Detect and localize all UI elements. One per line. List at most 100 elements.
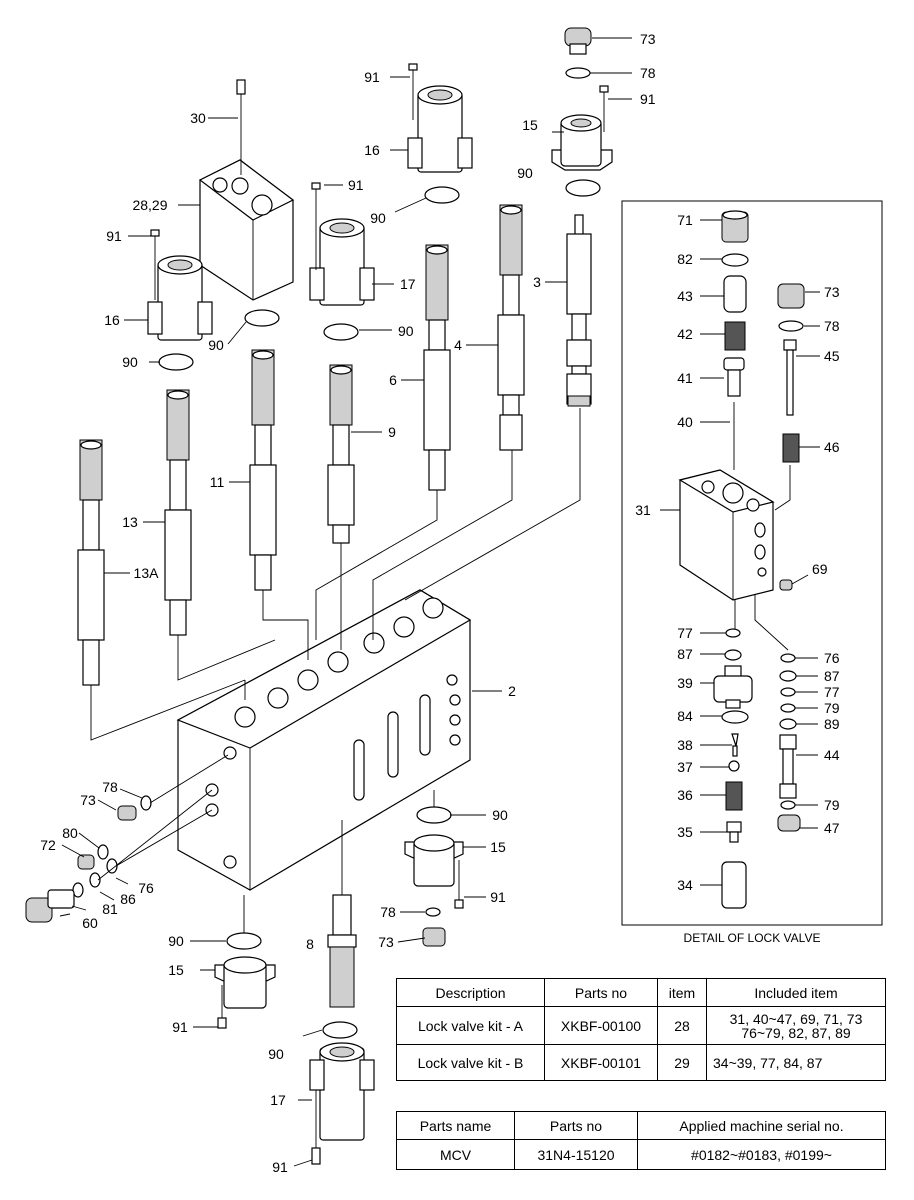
spring-36 <box>725 781 743 811</box>
plug-72 <box>77 854 95 870</box>
piston-44 <box>779 734 797 799</box>
bolt-91-mid <box>311 182 321 270</box>
mcv-serial: #0182~#0183, #0199~ <box>637 1139 886 1170</box>
sleeve-34 <box>721 861 747 909</box>
left-leaders <box>97 754 229 881</box>
leader-lines <box>90 408 581 741</box>
callout-91-bottom-left: 91 <box>172 1019 188 1035</box>
plug-47 <box>777 814 801 832</box>
lock-valve-block-28-29 <box>198 159 295 301</box>
spool-11 <box>249 349 277 591</box>
spool-6 <box>423 244 451 491</box>
bolt-91-top-right <box>599 85 609 132</box>
oring-87-b <box>779 670 797 682</box>
callout-47: 47 <box>824 820 840 836</box>
oring-90-b <box>424 186 460 204</box>
kit-header-item: item <box>657 978 707 1007</box>
kit-a-included-line1: 31, 40~47, 69, 71, 73 <box>729 1010 863 1027</box>
plug-73-detail <box>777 283 805 309</box>
kit-a-item: 28 <box>657 1006 707 1045</box>
oring-87-a <box>724 649 742 661</box>
oring-90-f <box>416 806 452 824</box>
lock-valve-detail-frame <box>621 200 883 926</box>
oring-80 <box>97 844 109 860</box>
callout-41: 41 <box>677 370 693 386</box>
callout-90-b: 90 <box>370 210 386 226</box>
oring-79-a <box>780 703 796 713</box>
callout-91-right-bottom: 91 <box>490 889 506 905</box>
mcv-table-header: Parts name Parts no Applied machine seri… <box>396 1111 886 1140</box>
callout-34: 34 <box>677 877 693 893</box>
oring-79-b <box>780 800 796 810</box>
bottom-leaders <box>243 790 435 933</box>
kit-b-item: 29 <box>657 1044 707 1081</box>
callout-90-f: 90 <box>492 807 508 823</box>
plug-71 <box>721 210 749 243</box>
callout-11: 11 <box>210 474 225 490</box>
callout-77-a: 77 <box>677 625 693 641</box>
oring-78-bottom <box>425 907 441 917</box>
callout-9: 9 <box>388 424 396 440</box>
callout-leaders <box>59 37 820 1167</box>
callout-35: 35 <box>677 824 693 840</box>
kit-a-included: 31, 40~47, 69, 71, 73 76~79, 82, 87, 89 <box>706 1006 886 1045</box>
callout-16-top: 16 <box>364 142 380 158</box>
cap-73-top <box>564 27 592 55</box>
callout-45: 45 <box>824 348 840 364</box>
lock-valve-kit-table: Description Parts no item Included item … <box>396 978 886 1081</box>
mcv-parts-no: 31N4-15120 <box>514 1139 638 1170</box>
callout-78-left: 78 <box>102 779 118 795</box>
kit-b-parts-no: XKBF-00101 <box>544 1044 658 1081</box>
table-row: MCV 31N4-15120 #0182~#0183, #0199~ <box>396 1139 886 1170</box>
callout-79-a: 79 <box>824 700 840 716</box>
callout-28-29: 28,29 <box>132 197 167 213</box>
callout-labels: 73 78 91 15 91 16 30 28,29 91 91 16 90 1… <box>40 31 840 1175</box>
callout-3: 3 <box>533 274 541 290</box>
table-row: Lock valve kit - B XKBF-00101 29 34~39, … <box>396 1044 886 1081</box>
callout-91-bottom: 91 <box>272 1159 288 1175</box>
callout-91-top-mid: 91 <box>364 69 380 85</box>
detail-leaders <box>734 465 791 651</box>
callout-90-h: 90 <box>268 1046 284 1062</box>
cover-17-bottom <box>309 1042 375 1141</box>
oring-90-g <box>226 932 262 950</box>
callout-6: 6 <box>389 372 397 388</box>
callout-15-top: 15 <box>522 117 538 133</box>
cover-16-left <box>147 255 213 341</box>
callout-90-c: 90 <box>208 337 224 353</box>
callout-86: 86 <box>120 891 136 907</box>
spool-3 <box>566 214 592 407</box>
kit-a-description: Lock valve kit - A <box>396 1006 545 1045</box>
mcv-header-parts-name: Parts name <box>396 1111 515 1140</box>
callout-87-a: 87 <box>677 646 693 662</box>
callout-91-left: 91 <box>106 228 122 244</box>
oring-90-c <box>244 309 280 327</box>
callout-39: 39 <box>677 675 693 691</box>
oring-90-h <box>322 1021 358 1039</box>
poppet-38 <box>731 733 739 757</box>
mcv-serial-table: Parts name Parts no Applied machine seri… <box>396 1111 886 1170</box>
callout-90-a: 90 <box>517 165 533 181</box>
callout-80: 80 <box>62 825 78 841</box>
callout-15-right: 15 <box>490 839 506 855</box>
mcv-header-serial: Applied machine serial no. <box>637 1111 886 1140</box>
callout-90-g: 90 <box>168 933 184 949</box>
spool-13 <box>164 389 192 636</box>
seat-39 <box>713 665 753 709</box>
cover-15-top <box>551 114 613 171</box>
callout-82: 82 <box>677 251 693 267</box>
callout-73-left: 73 <box>80 792 96 808</box>
piston-43 <box>723 275 747 313</box>
cover-17-mid <box>309 218 375 306</box>
callout-46: 46 <box>824 439 840 455</box>
callout-76-left: 76 <box>138 880 154 896</box>
kit-header-included: Included item <box>706 978 886 1007</box>
rod-45 <box>783 339 797 416</box>
cover-16-top <box>407 85 473 173</box>
oring-78-left <box>140 795 152 811</box>
kit-header-parts-no: Parts no <box>544 978 658 1007</box>
callout-13A: 13A <box>134 565 160 581</box>
spool-4 <box>497 204 525 451</box>
callout-30: 30 <box>190 110 206 126</box>
